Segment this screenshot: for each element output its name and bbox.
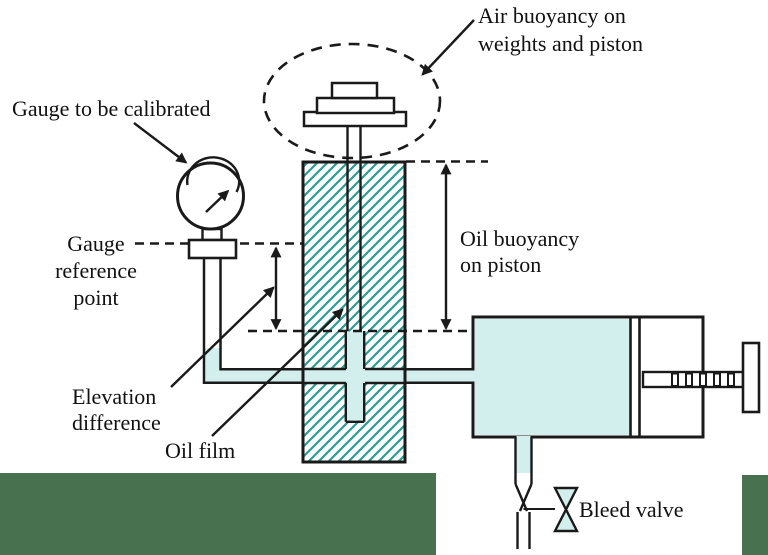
label-air-buoyancy-line1: Air buoyancy on (478, 3, 626, 28)
reservoir-pipe-oil (405, 370, 475, 382)
gauge-dial-arc (186, 156, 241, 193)
weight-top (330, 81, 379, 100)
label-bleed-valve: Bleed valve (579, 497, 683, 522)
drain-pipe (514, 436, 555, 549)
gauge-label-pointer (133, 122, 188, 164)
label-gauge-reference-line2: reference (55, 258, 137, 283)
gauge-pipe-outer-wall (202, 258, 303, 384)
gauge-needle (205, 189, 230, 213)
reservoir-inlet-opening (471, 370, 477, 382)
label-gauge-reference-line1: Gauge (67, 231, 124, 256)
elevation-label-pointer (170, 286, 275, 388)
label-gauge-to-calibrate: Gauge to be calibrated (12, 96, 211, 121)
label-oil-buoyancy-line1: Oil buoyancy (460, 226, 579, 251)
reservoir-pipe (405, 368, 475, 384)
drain-pipe-walls (514, 437, 533, 484)
oil-film-label-pointer (211, 308, 344, 437)
censor-bar-right (742, 475, 768, 555)
reservoir-piston (629, 317, 641, 437)
piston-rod (346, 126, 362, 331)
weight-stack (302, 81, 408, 128)
label-oil-buoyancy-line2: on piston (460, 252, 541, 277)
screw-plunger (641, 341, 761, 414)
label-elevation-line1: Elevation (72, 384, 156, 409)
screw-thread-tick (727, 372, 735, 387)
gauge-pipe-oil (205, 348, 303, 382)
screw-thread-tick (713, 372, 721, 387)
piston-cylinder-block (301, 160, 407, 464)
valve-seat-pinch (514, 483, 533, 512)
screw-handle (741, 341, 761, 414)
gauge-dial (176, 161, 245, 231)
channel-walls (304, 331, 404, 423)
screw-thread-tick (671, 372, 679, 387)
gauge-pipe-inner-wall (219, 258, 303, 371)
label-elevation-line2: difference (72, 410, 161, 435)
weight-middle (315, 96, 396, 115)
reservoir-oil (475, 319, 630, 435)
air-buoyancy-label-pointer (421, 19, 475, 76)
label-gauge-reference-line3: point (73, 285, 118, 310)
bleed-valve-icon (553, 486, 579, 533)
gauge-line-pipe (202, 258, 303, 384)
censor-bar-left (0, 473, 436, 555)
reservoir-pipe-walls (405, 368, 474, 384)
air-buoyancy-dashed-ellipse (262, 42, 442, 160)
drain-pipe-oil (516, 436, 531, 473)
pressure-gauge (176, 156, 245, 260)
label-air-buoyancy-line2: weights and piston (478, 31, 643, 56)
gauge-fitting (187, 238, 238, 260)
screw-thread-tick (699, 372, 707, 387)
screw-thread-tick (685, 372, 693, 387)
cylinder-vertical-channel (346, 331, 364, 421)
gauge-neck (201, 227, 223, 242)
label-oil-film: Oil film (165, 438, 235, 463)
drain-outlet-walls (516, 512, 531, 549)
